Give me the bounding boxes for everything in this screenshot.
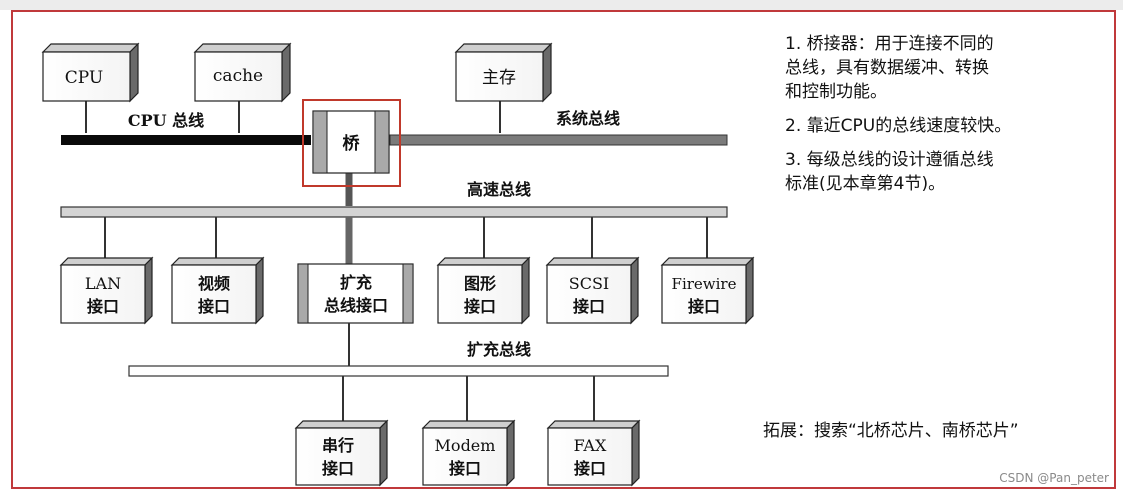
expansion-bus: [128, 365, 669, 377]
top-strip: [0, 0, 1123, 10]
lan-label-2: 接口: [87, 297, 119, 316]
serial-label-1: 串行: [322, 436, 354, 455]
expansion-if-label-1: 扩充: [340, 273, 372, 292]
serial-interface-box: 串行 接口: [294, 419, 389, 487]
note-1: 1. 桥接器：用于连接不同的 总线，具有数据缓冲、转换 和控制功能。: [785, 34, 994, 102]
cache-box: cache: [193, 42, 292, 103]
bridge-label: 桥: [343, 134, 361, 154]
main-memory-label: 主存: [482, 68, 516, 88]
video-label-2: 接口: [198, 297, 230, 316]
fax-label-2: 接口: [574, 459, 606, 478]
scsi-interface-box: SCSI 接口: [545, 256, 640, 325]
scsi-label-1: SCSI: [569, 274, 609, 293]
scsi-label-2: 接口: [573, 297, 605, 316]
lan-interface-box: LAN 接口: [59, 256, 154, 325]
expansion-bus-interface-box: 扩充 总线接口: [297, 263, 414, 324]
bridge-box: 桥: [312, 110, 390, 174]
modem-label-2: 接口: [449, 459, 481, 478]
high-speed-bus-label: 高速总线: [467, 180, 531, 199]
firewire-label-1: Firewire: [672, 275, 737, 293]
cache-label: cache: [213, 66, 263, 86]
watermark: CSDN @Pan_peter: [999, 471, 1109, 485]
video-label-1: 视频: [198, 274, 230, 293]
firewire-label-2: 接口: [688, 297, 720, 316]
graphics-interface-box: 图形 接口: [436, 256, 531, 325]
cpu-box: CPU: [41, 42, 140, 103]
graphics-label-2: 接口: [464, 297, 496, 316]
note-3: 3. 每级总线的设计遵循总线 标准(见本章第4节)。: [785, 150, 994, 194]
extension-note: 拓展：搜索“北桥芯片、南桥芯片”: [763, 421, 1019, 441]
modem-interface-box: Modem 接口: [421, 419, 516, 487]
fax-interface-box: FAX 接口: [546, 419, 641, 487]
high-speed-bus: [60, 206, 728, 218]
system-bus: [389, 134, 728, 146]
cpu-label: CPU: [65, 68, 103, 88]
cpu-bus: [61, 135, 311, 145]
expansion-if-label-2: 总线接口: [324, 296, 388, 315]
cpu-bus-label: CPU 总线: [128, 111, 204, 130]
serial-label-2: 接口: [322, 459, 354, 478]
system-bus-label: 系统总线: [556, 109, 620, 128]
fax-label-1: FAX: [574, 436, 607, 455]
lan-label-1: LAN: [85, 274, 121, 293]
video-interface-box: 视频 接口: [170, 256, 265, 325]
main-memory-box: 主存: [454, 42, 553, 103]
bridge-highlight: [302, 99, 401, 187]
notes-panel: 1. 桥接器：用于连接不同的 总线，具有数据缓冲、转换 和控制功能。 2. 靠近…: [785, 32, 1085, 206]
note-2: 2. 靠近CPU的总线速度较快。: [785, 116, 1012, 136]
graphics-label-1: 图形: [464, 274, 496, 293]
modem-label-1: Modem: [435, 436, 496, 455]
expansion-bus-label: 扩充总线: [467, 340, 531, 359]
firewire-interface-box: Firewire 接口: [660, 256, 755, 325]
